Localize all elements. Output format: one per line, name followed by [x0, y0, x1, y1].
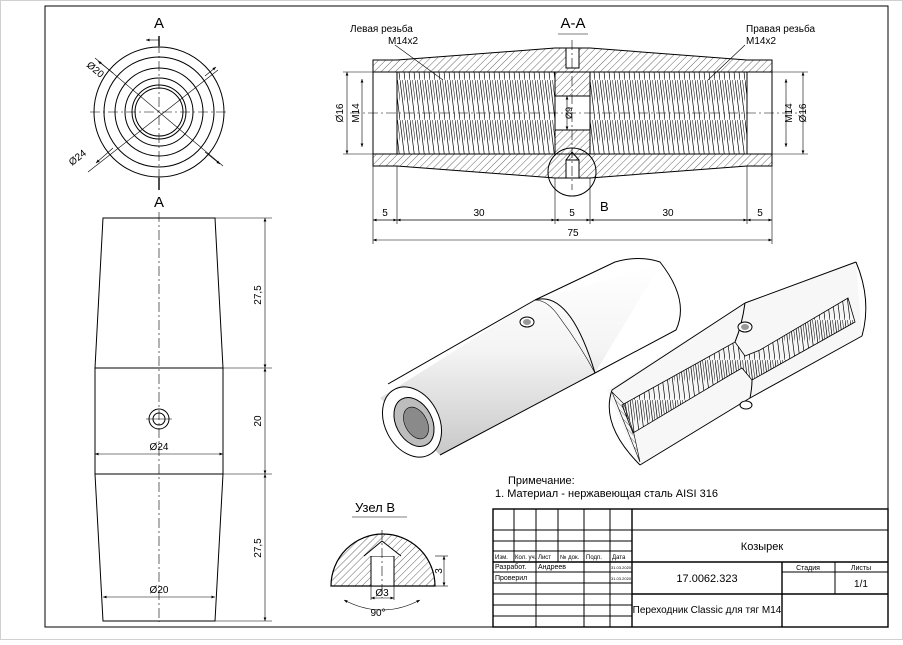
drawing-frame [44, 5, 889, 628]
tb-name-developer: Андреев [538, 564, 566, 571]
iso-closed-part [380, 258, 681, 458]
detail-b-dim-90: 90° [370, 608, 385, 619]
front-view-dim-20: 20 [253, 415, 264, 427]
top-view-d24: Ø24 [67, 148, 89, 169]
note-title: Примечание: [508, 475, 575, 487]
left-thread-label-1: Левая резьба [350, 23, 413, 35]
tb-col-podp: Подп. [586, 555, 602, 561]
front-view-d24: Ø24 [150, 442, 169, 453]
tb-sheets-value: 1/1 [854, 579, 868, 590]
title-block: Изм. Кол. уч. Лист № док. Подп. Дата Раз… [492, 508, 889, 628]
front-view-dim-27-5-bottom: 27,5 [253, 538, 264, 558]
top-view: A Ø20 Ø24 [67, 15, 228, 190]
detail-b-dim-d3: Ø3 [375, 588, 389, 599]
tb-doc-number: 17.0062.323 [676, 573, 737, 585]
section-title: A-A [560, 15, 585, 32]
dim-total-75: 75 [567, 228, 579, 239]
iso-cut-part [607, 261, 867, 466]
tb-col-ndok: № док. [560, 554, 580, 561]
tb-role-developer: Разработ. [495, 563, 526, 571]
tb-col-list: Лист [538, 555, 551, 561]
tb-col-data: Дата [612, 555, 626, 561]
dim-seg-5a: 5 [382, 208, 388, 219]
tb-part-name: Переходник Classic для тяг M14 [633, 605, 782, 616]
detail-b-circle [547, 147, 597, 197]
tb-col-kol: Кол. уч. [515, 555, 537, 561]
right-thread-label-1: Правая резьба [746, 23, 815, 35]
tb-col-izm: Изм. [495, 555, 508, 561]
note-item: 1. Материал - нержавеющая сталь AISI 316 [495, 488, 718, 500]
front-view-dim-27-5-top: 27,5 [253, 285, 264, 305]
section-d16-right: Ø16 [798, 103, 809, 122]
detail-b-dim-3: 3 [434, 568, 445, 574]
tb-sheets-label: Листы [851, 565, 871, 572]
right-thread-label-2: M14x2 [746, 36, 776, 47]
top-view-label: A [154, 15, 164, 32]
detail-b-view: Узел B 3 Ø3 90° [330, 500, 448, 619]
section-d16-left: Ø16 [335, 103, 346, 122]
section-d9: Ø9 [564, 107, 574, 119]
detail-b-title: Узел B [355, 500, 395, 515]
front-view: A Ø24 Ø20 27,5 20 27,5 [94, 194, 272, 622]
section-m14-left: M14 [351, 103, 362, 123]
dim-seg-5c: 5 [757, 208, 763, 219]
detail-b-marker: B [600, 199, 609, 214]
dim-seg-30a: 30 [473, 208, 485, 219]
section-m14-right: M14 [784, 103, 795, 123]
tb-date-checker: 31.03.2020 [611, 576, 632, 581]
top-view-d20: Ø20 [84, 60, 106, 81]
tb-company: Козырек [741, 541, 784, 553]
tb-stage-label: Стадия [796, 565, 820, 572]
dim-seg-5b: 5 [569, 208, 575, 219]
tb-role-checker: Проверил [495, 575, 527, 582]
front-view-d20: Ø20 [150, 585, 169, 596]
front-view-label: A [154, 194, 164, 211]
iso-cut-thread-cavity [621, 297, 856, 434]
dim-seg-30b: 30 [662, 208, 674, 219]
section-view: A-A B Левая резьба M14x2 Правая резьба M… [335, 15, 815, 244]
tb-date-developer: 31.03.2020 [611, 565, 632, 570]
left-thread-label-2: M14x2 [388, 36, 418, 47]
